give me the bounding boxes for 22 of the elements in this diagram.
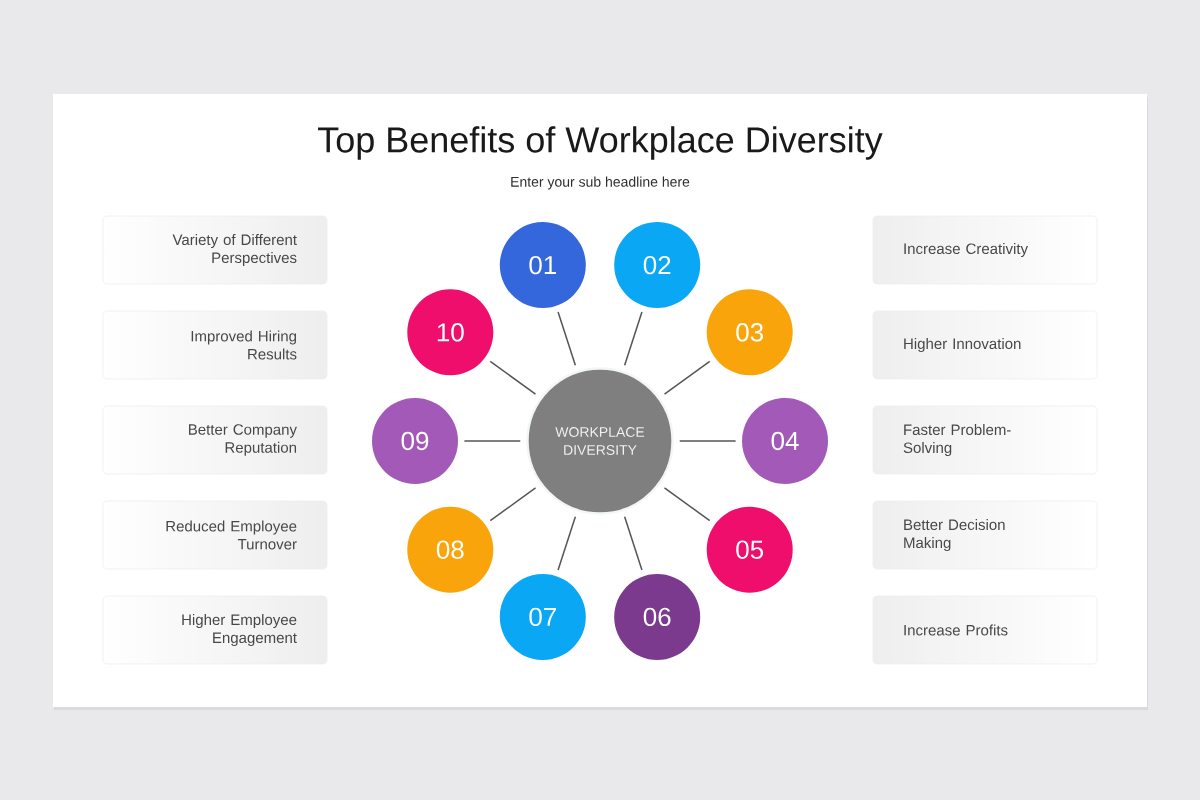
benefit-card: Better Decision Making xyxy=(872,500,1098,570)
connector-line xyxy=(663,487,711,522)
connector-line xyxy=(557,311,577,366)
connector-line xyxy=(489,487,537,522)
connector-line xyxy=(489,360,537,395)
connector-line xyxy=(678,440,737,442)
connector-line xyxy=(623,311,643,366)
connector-line xyxy=(463,440,522,442)
connector-line xyxy=(663,360,711,395)
title: Top Benefits of Workplace Diversity xyxy=(318,126,883,160)
benefit-card: Variety of Different Perspectives xyxy=(102,215,328,285)
benefit-card: Increase Creativity xyxy=(872,215,1098,285)
benefit-card: Higher Employee Engagement xyxy=(102,595,328,665)
benefit-card: Reduced Employee Turnover xyxy=(102,500,328,570)
connector-line xyxy=(557,516,577,571)
benefit-card: Increase Profits xyxy=(872,595,1098,665)
benefit-card: Improved Hiring Results xyxy=(102,310,328,380)
benefit-card: Better Company Reputation xyxy=(102,405,328,475)
connector-line xyxy=(623,516,643,571)
subtitle: Enter your sub headline here xyxy=(511,176,690,190)
benefit-card: Higher Innovation xyxy=(872,310,1098,380)
benefit-card: Faster Problem-Solving xyxy=(872,405,1098,475)
